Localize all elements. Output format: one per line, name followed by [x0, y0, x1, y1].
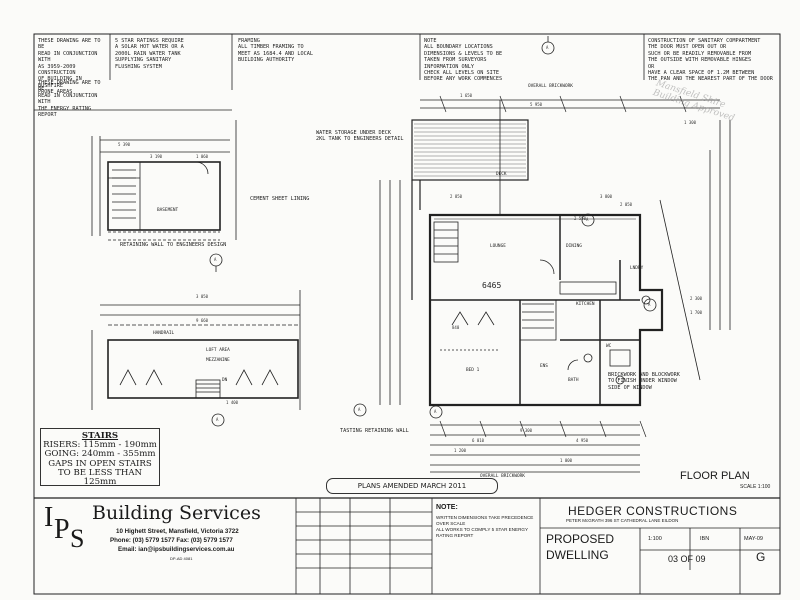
company-email: Email: ian@ipsbuildingservices.com.au [118, 546, 235, 553]
note-sanitary: CONSTRUCTION OF SANITARY COMPARTMENT THE… [648, 38, 773, 83]
note-solar-hot-water: 5 STAR RATINGS REQUIRE A SOLAR HOT WATER… [115, 38, 184, 70]
room-loft-area: LOFT AREA [206, 348, 230, 353]
section-marker-label: A [216, 417, 219, 422]
dim-label: 3 050 [196, 294, 209, 299]
dim-label: 4 950 [576, 438, 589, 443]
company-phone: Phone: (03) 5779 1577 Fax: (03) 5779 157… [110, 537, 233, 544]
company-name: Building Services [92, 502, 261, 524]
logo-p: P [54, 514, 70, 545]
label-handrail: HANDRAIL [153, 331, 175, 336]
stairs-going: GOING: 240mm - 355mm [44, 449, 156, 460]
note-boundary: NOTE ALL BOUNDARY LOCATIONS DIMENSIONS &… [424, 38, 503, 83]
section-markers [209, 36, 657, 427]
plan-scale: SCALE 1:100 [740, 484, 771, 490]
title-block-frame [34, 497, 780, 594]
stairs-risers: RISERS: 115mm - 190mm [43, 440, 157, 451]
sheet-border [33, 33, 781, 595]
stairs-title: STAIRS [81, 431, 119, 441]
section-marker-label: A [358, 407, 361, 412]
amendment-note: PLANS AMENDED MARCH 2011 [326, 478, 498, 494]
room-dining: DINING [566, 244, 582, 249]
section-marker-label: A [546, 45, 549, 50]
dim-label: 1 400 [226, 400, 239, 405]
note-brickwork: BRICKWORK AND BLOCKWORK TO FINISH UNDER … [608, 372, 680, 391]
logo-s: S [70, 524, 85, 553]
plan-title: FLOOR PLAN [680, 470, 750, 482]
note-drawing-conjunction: THESE DRAWING ARE TO BE READ IN CONJUNCT… [38, 38, 101, 96]
section-marker-label: A [434, 409, 437, 414]
dim-label: 6 010 [472, 438, 485, 443]
stairs-specification: STAIRS RISERS: 115mm - 190mm GOING: 240m… [40, 428, 160, 488]
room-ensuite: ENS [540, 364, 548, 369]
dim-label: 5 950 [530, 102, 543, 107]
dim-label: 2 550 [574, 216, 587, 221]
room-wc: WC [606, 344, 612, 349]
label-dn: DN [222, 378, 228, 383]
dim-label: 2 050 [620, 202, 633, 207]
drawing-date: MAY-09 [744, 536, 763, 542]
room-lounge: LOUNGE [490, 244, 506, 249]
note-retaining-wall: RETAINING WALL TO ENGINEERS DESIGN [120, 242, 227, 248]
note-framing: FRAMING ALL TIMBER FRAMING TO MEET AS 16… [238, 38, 313, 64]
client-address: PETER McGRATH 396 ST CATHEDRAL LANE EILD… [566, 518, 679, 523]
note-energy-conjunction: THESE DRAWING ARE TO BE READ IN CONJUNCT… [38, 80, 101, 119]
basement-plan [91, 120, 237, 241]
dim-label: 1 300 [684, 120, 697, 125]
stairs-gaps-line1: GAPS IN OPEN STAIRS [48, 458, 152, 469]
dim-label: 1 700 [690, 310, 703, 315]
dim-label: 3 190 [150, 154, 163, 159]
room-kitchen: KITCHEN [576, 302, 595, 307]
title-note-heading: NOTE: [436, 504, 458, 511]
dim-label: 9 660 [196, 318, 209, 323]
mezzanine-plan [91, 290, 301, 410]
dim-label: 1 000 [560, 458, 573, 463]
dim-label: 1 200 [454, 448, 467, 453]
note-water-storage: WATER STORAGE UNDER DECK 2KL TANK TO ENG… [316, 130, 404, 143]
drawn-by: IBN [700, 536, 710, 542]
note-cement-lining: CEMENT SHEET LINING [250, 196, 310, 202]
dim-label: 1 060 [196, 154, 209, 159]
room-laundry: LNDRY [630, 266, 644, 271]
title-note-text: WRITTEN DIMENSIONS TAKE PRECEDENCE OVER … [436, 515, 534, 538]
stairs-gaps-line2: TO BE LESS THAN 125mm [57, 467, 143, 488]
label-overall-brickwork-bottom: OVERALL BRICKWORK [480, 474, 525, 479]
section-marker-label: A [586, 217, 589, 222]
client-name: HEDGER CONSTRUCTIONS [568, 504, 738, 518]
dim-label: 9 300 [520, 428, 533, 433]
ips-logo: I P S [44, 502, 90, 553]
room-bed1: BED 1 [466, 368, 480, 373]
project-line2: DWELLING [546, 548, 609, 562]
dim-label: 3 800 [600, 194, 613, 199]
scale-value: 1:100 [648, 536, 662, 542]
room-mezzanine: MEZZANINE [206, 358, 230, 363]
section-marker-label: A [648, 302, 651, 307]
dim-label: 2 300 [690, 296, 703, 301]
note-retaining-wall-bottom: TASTING RETAINING WALL [340, 428, 409, 434]
sheet-number: 03 OF 09 [668, 554, 706, 564]
logo-i: I [44, 502, 54, 533]
revision: G [756, 550, 766, 564]
project-line1: PROPOSED [546, 532, 615, 546]
section-marker-label: A [214, 257, 217, 262]
dim-label: 5 390 [118, 142, 131, 147]
room-bath: BATH [568, 378, 579, 383]
company-registration: DP-AD 4081 [170, 556, 193, 561]
company-address: 10 Highett Street, Mansfield, Victoria 3… [116, 528, 239, 535]
dim-label: 2 850 [450, 194, 463, 199]
handwritten-figure: 6465 [482, 281, 502, 290]
label-overall-brickwork-top: OVERALL BRICKWORK [528, 84, 573, 89]
room-deck: DECK [496, 172, 507, 177]
dim-label: 1 650 [460, 93, 473, 98]
dim-label: 840 [452, 325, 460, 330]
main-floor-plan [379, 99, 731, 473]
room-basement: BASEMENT [157, 208, 179, 213]
